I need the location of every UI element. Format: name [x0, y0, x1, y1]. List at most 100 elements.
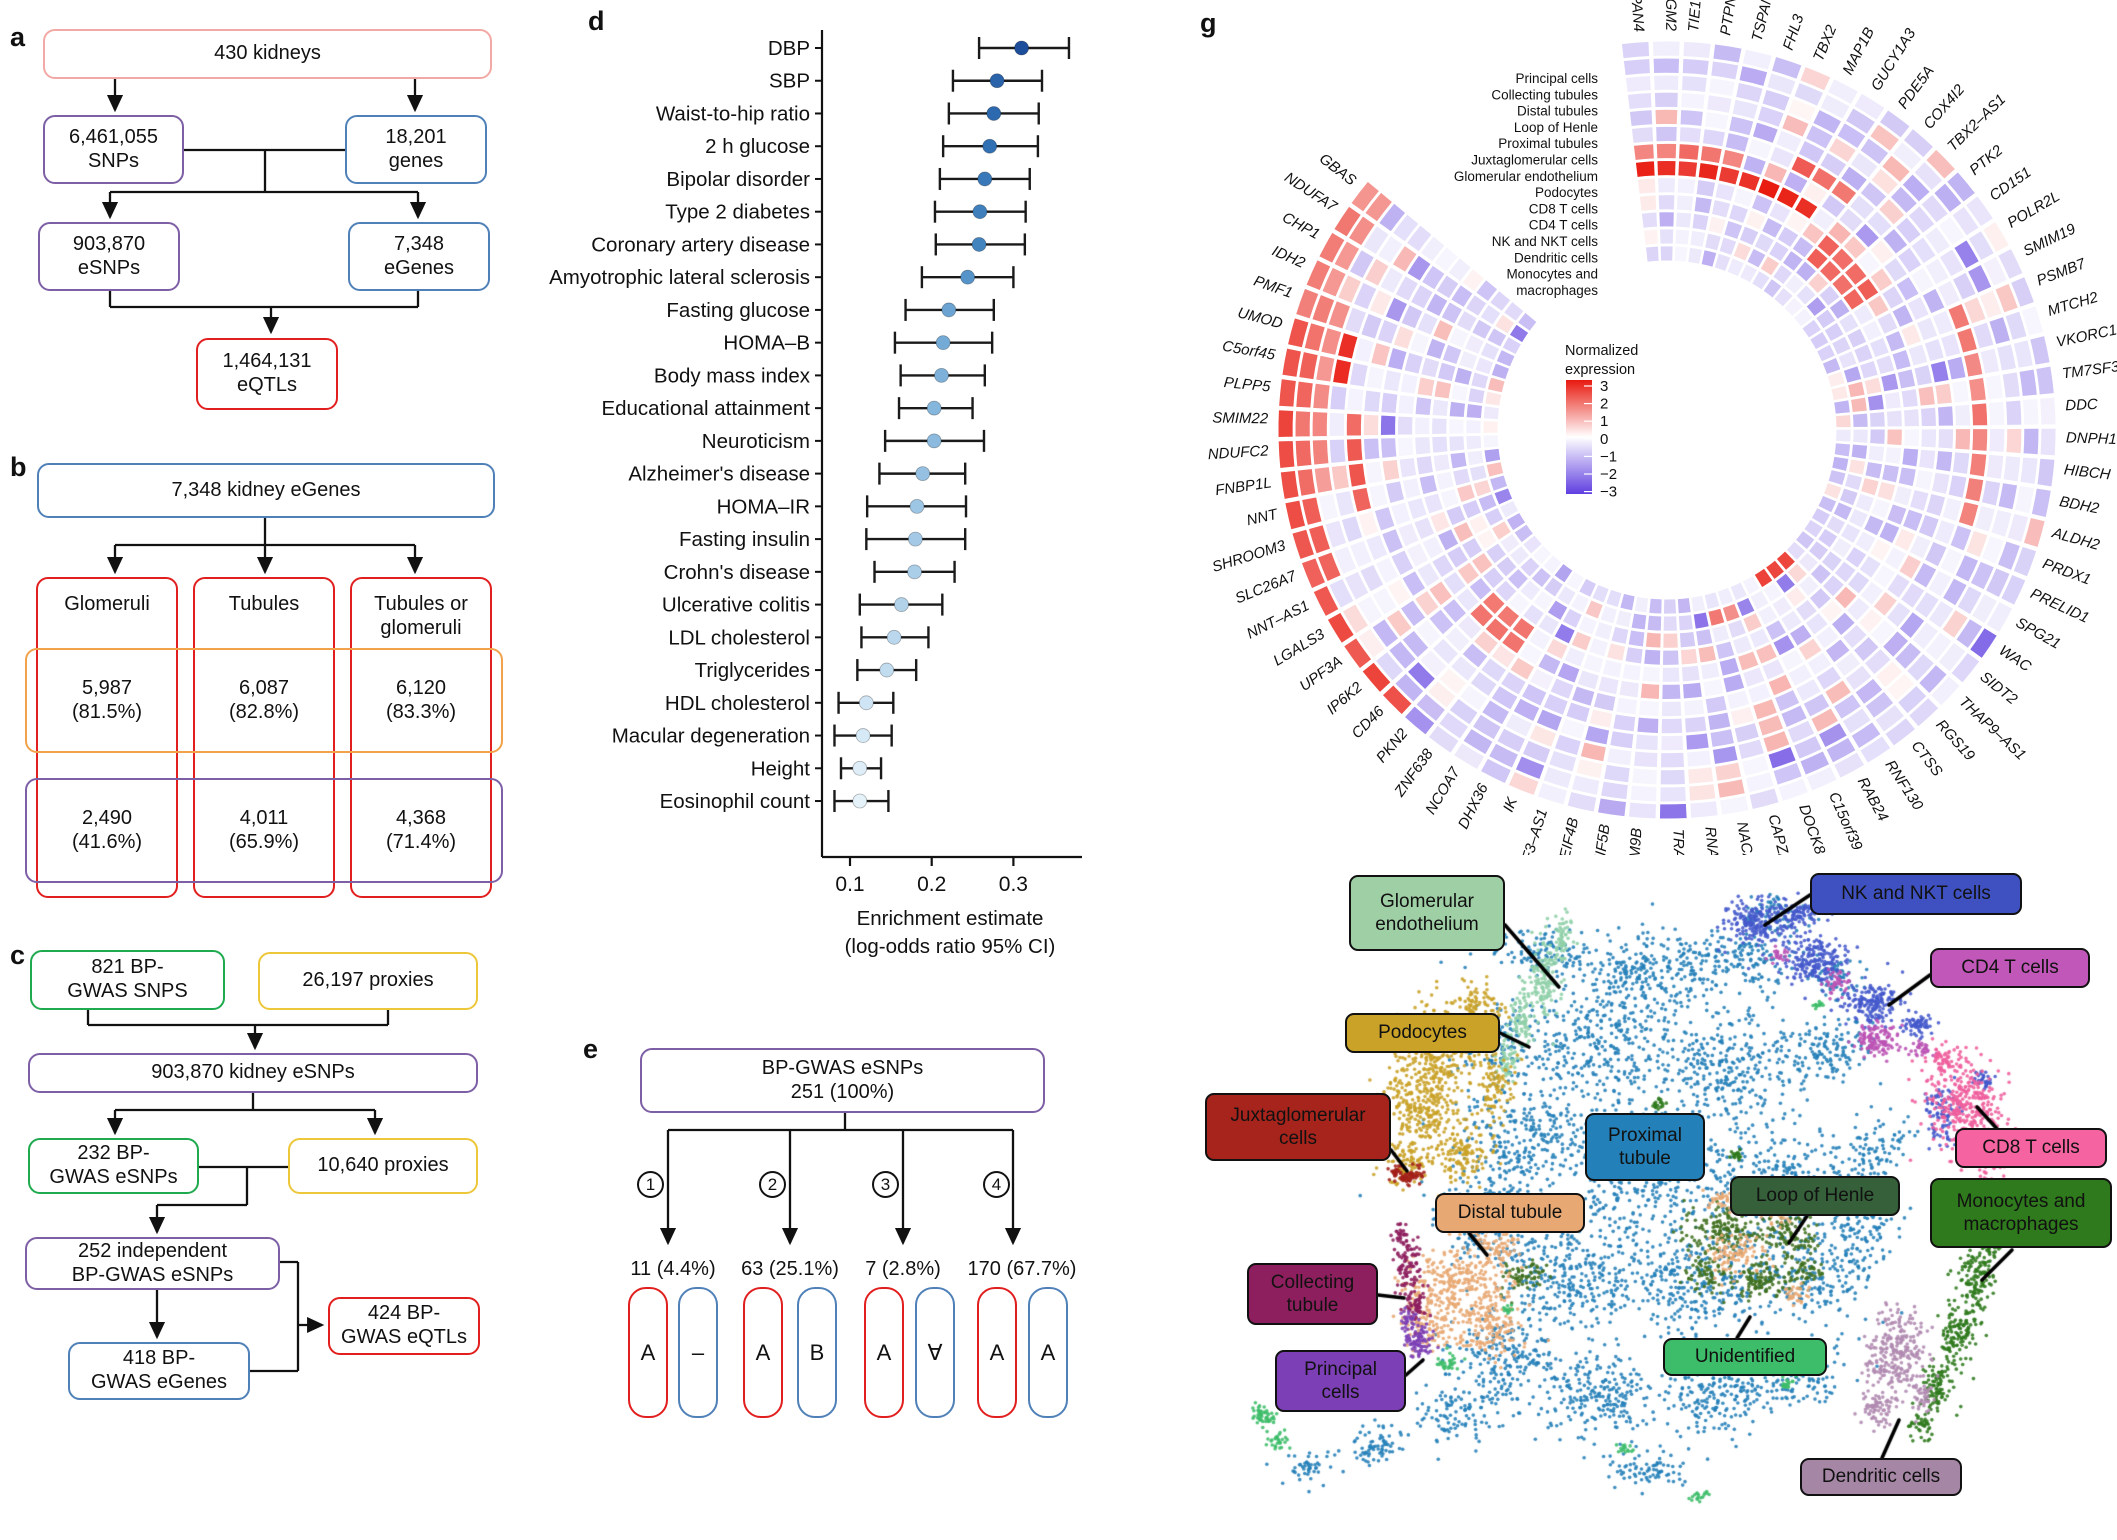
label-cd4-t-cells: CD4 T cells	[1930, 948, 2090, 988]
pct: (82.8%)	[228, 701, 300, 723]
tubules-header: Tubules	[228, 593, 300, 615]
cluster-label-text: Loop of Henle	[1755, 1185, 1875, 1207]
cluster-label-text: Collecting	[1270, 1271, 1355, 1293]
label-nk-and-nkt-cells: NK and NKT cells	[1810, 873, 2022, 915]
cluster-label-text: Podocytes	[1378, 1022, 1467, 1044]
panel-label-g: g	[1200, 8, 1217, 38]
l1: 418 BP-	[122, 1347, 196, 1370]
letter: A	[876, 1339, 892, 1365]
value-glomeruli-row1: 5,987 (81.5%)	[36, 670, 178, 730]
num: 4	[991, 1174, 1002, 1194]
branch-count-1: 11 (4.4%)	[630, 1258, 716, 1280]
allele-box-2-left: A	[743, 1287, 783, 1418]
cluster-label-text: CD8 T cells	[1982, 1137, 2080, 1159]
box-eqtls: 1,464,131 eQTLs	[196, 338, 338, 410]
letter: ∀	[927, 1339, 943, 1365]
box-bp-gwas-snps: 821 BP- GWAS SNPS	[30, 950, 225, 1010]
letter: A	[989, 1339, 1005, 1365]
value-tubules-row1: 6,087 (82.8%)	[193, 670, 335, 730]
tub-glom-header-1: Tubules or	[374, 593, 468, 615]
l2: GWAS eQTLs	[341, 1326, 467, 1348]
cluster-label-text: Dendritic cells	[1821, 1466, 1941, 1488]
snps-label: SNPs	[87, 149, 140, 172]
cluster-label-text: Unidentified	[1694, 1346, 1796, 1368]
box-proxies-2: 10,640 proxies	[288, 1138, 478, 1194]
pct: (65.9%)	[228, 831, 300, 853]
branch-count-2: 63 (25.1%)	[741, 1258, 839, 1280]
allele-box-1-left: A	[628, 1287, 668, 1418]
egenes-label: eGenes	[383, 256, 455, 279]
pct: (81.5%)	[71, 701, 143, 723]
branch-count-4: 170 (67.7%)	[967, 1258, 1077, 1280]
num: 1	[645, 1174, 656, 1194]
allele-box-1-right: –	[678, 1287, 718, 1418]
l2: 251 (100%)	[790, 1080, 895, 1103]
l1: 424 BP-	[367, 1302, 441, 1325]
cluster-label-text: tubule	[1286, 1295, 1339, 1316]
cluster-label-text: tubule	[1619, 1148, 1671, 1169]
value-tub-glom-row1: 6,120 (83.3%)	[350, 670, 492, 730]
text: 10,640 proxies	[317, 1154, 449, 1177]
text: 903,870 kidney eSNPs	[151, 1061, 355, 1084]
num: 2	[767, 1174, 778, 1194]
cluster-label-text: NK and NKT cells	[1841, 883, 1991, 905]
letter: A	[640, 1339, 656, 1365]
egenes-count: 7,348	[393, 232, 445, 255]
value-glomeruli-row2: 2,490 (41.6%)	[36, 800, 178, 860]
panel-label-c: c	[10, 940, 26, 970]
letter: A	[755, 1339, 771, 1365]
pct: (71.4%)	[385, 831, 457, 853]
box-kidney-egenes: 7,348 kidney eGenes	[37, 463, 495, 518]
val: 4,011	[239, 807, 289, 829]
box-egenes: 7,348 eGenes	[348, 222, 490, 291]
panel-label-a: a	[10, 22, 26, 52]
allele-box-2-right: B	[797, 1287, 837, 1418]
pct: (83.3%)	[385, 701, 457, 723]
cluster-label-text: Juxtaglomerular	[1230, 1104, 1366, 1126]
eqtls-label: eQTLs	[236, 374, 298, 396]
pct: (41.6%)	[71, 831, 143, 853]
box-bp-gwas-esnps-total: BP-GWAS eSNPs 251 (100%)	[640, 1048, 1045, 1113]
box-430-kidneys-text: 430 kidneys	[214, 42, 321, 65]
text: 26,197 proxies	[302, 969, 434, 992]
tub-glom-header-2: glomeruli	[380, 616, 462, 639]
label-loop-of-henle: Loop of Henle	[1730, 1176, 1900, 1216]
l1: 232 BP-	[77, 1142, 150, 1165]
allele-box-4-right: A	[1028, 1287, 1068, 1418]
label-dendritic-cells: Dendritic cells	[1800, 1458, 1962, 1496]
letter: –	[691, 1339, 705, 1365]
l2: BP-GWAS eSNPs	[71, 1263, 234, 1286]
cluster-label-text: cells	[1321, 1382, 1360, 1403]
genes-count: 18,201	[385, 125, 447, 148]
branch-circle-3: 3	[872, 1171, 899, 1198]
branch-circle-4: 4	[983, 1171, 1010, 1198]
label-cd8-t-cells: CD8 T cells	[1955, 1128, 2107, 1168]
overlay-row1	[25, 648, 503, 753]
l2: GWAS eSNPs	[49, 1166, 178, 1188]
label-unidentified: Unidentified	[1663, 1338, 1827, 1376]
l1: 252 independent	[77, 1239, 228, 1262]
l2: GWAS eGenes	[91, 1371, 227, 1393]
branch-circle-1: 1	[637, 1171, 664, 1198]
box-glomeruli: Glomeruli	[36, 577, 178, 898]
allele-box-3-right: ∀	[915, 1287, 955, 1418]
box-tubules-or-glomeruli: Tubules or glomeruli	[350, 577, 492, 898]
esnps-label: eSNPs	[77, 256, 141, 279]
allele-box-4-left: A	[977, 1287, 1017, 1418]
l1: BP-GWAS eSNPs	[761, 1056, 924, 1079]
label-distal-tubule: Distal tubule	[1435, 1193, 1585, 1233]
val: 6,120	[395, 677, 447, 699]
snps-count: 6,461,055	[69, 125, 158, 148]
val: 5,987	[81, 677, 133, 699]
l2: GWAS SNPS	[67, 980, 188, 1002]
cluster-label-text: Glomerular	[1380, 890, 1474, 912]
